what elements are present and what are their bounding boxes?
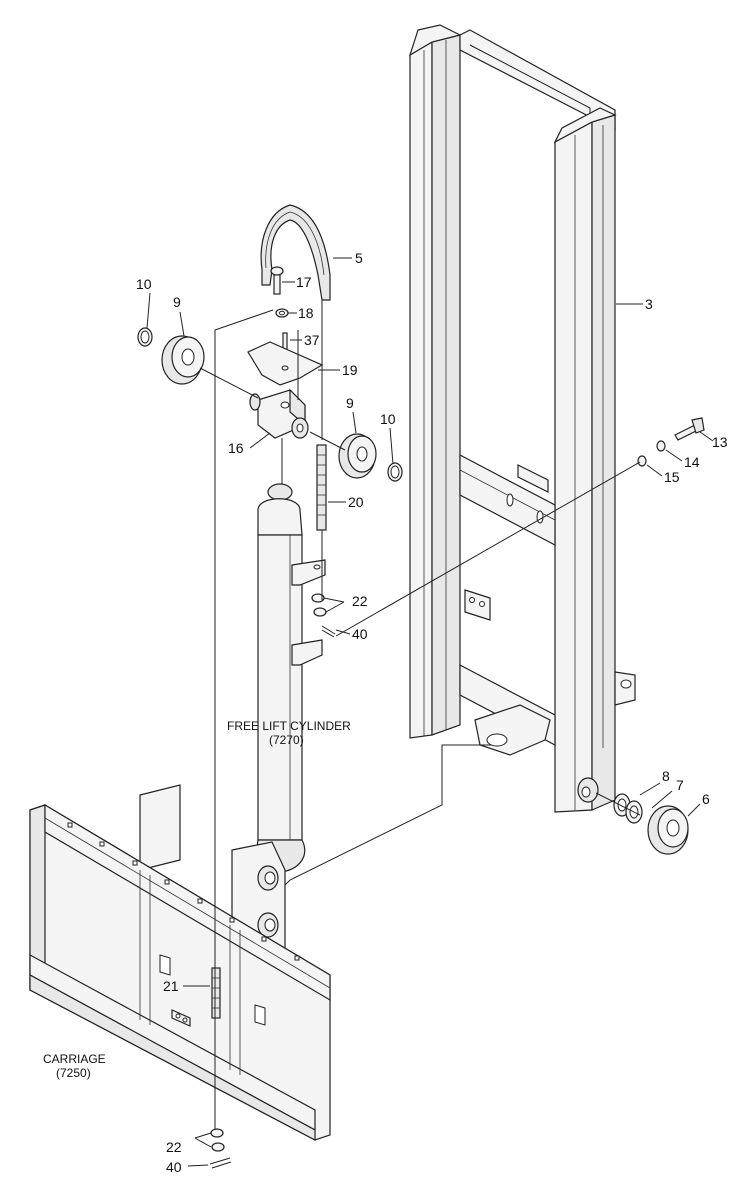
bolt-washer-set (637, 417, 705, 467)
callout-15: 15 (664, 469, 680, 485)
chain-anchor-assembly (247, 266, 327, 531)
carriage-nuts-pin (209, 1128, 232, 1169)
callout-40-upper: 40 (352, 626, 368, 642)
carriage (29, 784, 331, 1141)
callout-17: 17 (296, 274, 312, 290)
lift-chain (260, 204, 331, 301)
callout-22-upper: 22 (352, 593, 368, 609)
callout-8: 8 (662, 768, 670, 784)
free-lift-cylinder (256, 483, 326, 873)
carriage-ref: (7250) (56, 1066, 91, 1080)
mast-frame (408, 24, 636, 813)
callout-labels: 3 5 6 7 8 9 9 10 10 13 14 15 16 17 18 19… (136, 250, 728, 1175)
captions: FREE LIFT CYLINDER (7270) CARRIAGE (7250… (43, 719, 351, 1080)
callout-7: 7 (676, 777, 684, 793)
leader-lines (146, 257, 714, 1167)
callout-18: 18 (298, 305, 314, 321)
carriage-caption: CARRIAGE (43, 1052, 106, 1066)
callout-19: 19 (342, 362, 358, 378)
callout-10-right: 10 (380, 411, 396, 427)
callout-40-lower: 40 (166, 1159, 182, 1175)
callout-20: 20 (348, 494, 364, 510)
callout-22-lower: 22 (166, 1139, 182, 1155)
callout-14: 14 (684, 454, 700, 470)
left-roller-assembly (137, 327, 205, 385)
callout-10-left: 10 (136, 276, 152, 292)
callout-9-right: 9 (346, 395, 354, 411)
cylinder-caption: FREE LIFT CYLINDER (227, 719, 351, 733)
callout-21: 21 (163, 978, 179, 994)
cylinder-ref: (7270) (269, 733, 304, 747)
cylinder-nuts-pin (311, 593, 336, 638)
callout-6: 6 (702, 791, 710, 807)
callout-3: 3 (645, 296, 653, 312)
callout-13: 13 (712, 434, 728, 450)
callout-9-left: 9 (173, 294, 181, 310)
callout-5: 5 (355, 250, 363, 266)
callout-16: 16 (228, 440, 244, 456)
right-roller-assembly (338, 433, 403, 482)
lower-roller-assembly (613, 793, 689, 855)
callout-37: 37 (304, 332, 320, 348)
assembly-lines (199, 300, 641, 1130)
